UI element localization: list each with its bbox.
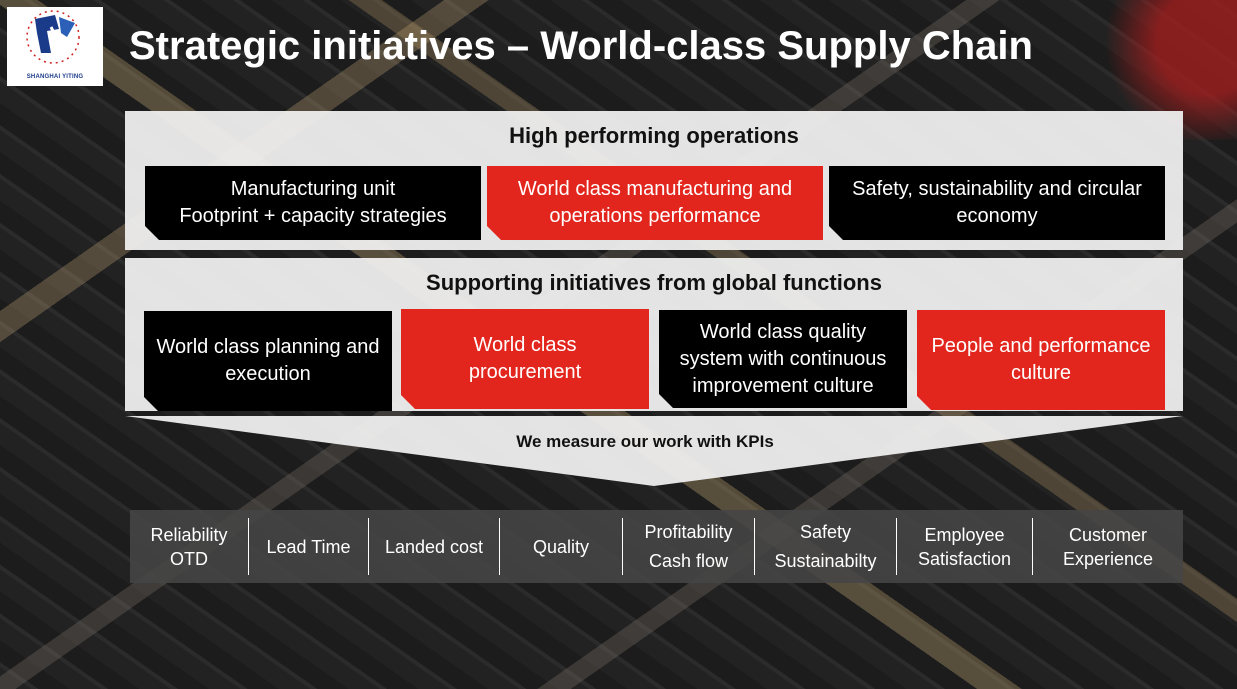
kpi-caption: We measure our work with KPIs [516, 432, 774, 451]
kpi-divider [499, 518, 500, 575]
kpi-profitability-line1: Profitability [644, 521, 733, 542]
box-procurement: World class procurement [401, 309, 649, 409]
box-quality-system: World class quality system with continuo… [659, 310, 907, 408]
box-manufacturing-unit-text: Manufacturing unit Footprint + capacity … [179, 178, 447, 227]
kpi-quality: Quality [500, 510, 622, 583]
kpi-landed-cost-label: Landed cost [384, 536, 484, 557]
supporting-heading: Supporting initiatives from global funct… [426, 270, 882, 295]
box-quality-system-text: World class quality system with continuo… [679, 320, 887, 397]
high-performing-heading: High performing operations [509, 123, 799, 148]
logo-icon [26, 10, 80, 64]
kpi-divider [1032, 518, 1033, 575]
box-procurement-text: World class procurement [468, 334, 582, 383]
kpi-employee-line1: Employee [924, 524, 1005, 545]
kpi-reliability-line2: OTD [170, 548, 208, 569]
kpi-lead-time: Lead Time [249, 510, 368, 583]
kpi-reliability-line1: Reliability [150, 524, 228, 545]
company-logo: SHANGHAI YITING [7, 7, 103, 86]
kpi-divider [368, 518, 369, 575]
box-safety-sustainability: Safety, sustainability and circular econ… [829, 166, 1165, 240]
kpi-divider [248, 518, 249, 575]
box-planning-execution: World class planning and execution [144, 311, 392, 411]
kpi-customer-line1: Customer [1068, 524, 1148, 545]
box-planning-execution-text: World class planning and execution [156, 336, 380, 385]
kpi-customer-line2: Experience [1062, 548, 1154, 569]
box-world-class-manufacturing-text: World class manufacturing and operations… [517, 178, 793, 227]
kpi-profitability-line2: Cash flow [648, 550, 729, 571]
box-people-performance-text: People and performance culture [931, 335, 1151, 384]
logo-text: SHANGHAI YITING [26, 74, 84, 80]
kpi-landed-cost: Landed cost [369, 510, 499, 583]
kpi-safety-line1: Safety [799, 521, 852, 542]
kpi-divider [622, 518, 623, 575]
box-manufacturing-unit: Manufacturing unit Footprint + capacity … [145, 166, 481, 240]
kpi-divider [754, 518, 755, 575]
page-title: Strategic initiatives – World-class Supp… [129, 24, 1033, 68]
kpi-safety-line2: Sustainabilty [774, 550, 877, 571]
kpi-quality-label: Quality [532, 536, 590, 557]
box-world-class-manufacturing: World class manufacturing and operations… [487, 166, 823, 240]
box-safety-sustainability-text: Safety, sustainability and circular econ… [852, 178, 1142, 227]
box-people-performance: People and performance culture [917, 310, 1165, 410]
kpi-employee-line2: Satisfaction [917, 548, 1012, 569]
kpi-lead-time-label: Lead Time [266, 536, 351, 557]
kpi-divider [896, 518, 897, 575]
